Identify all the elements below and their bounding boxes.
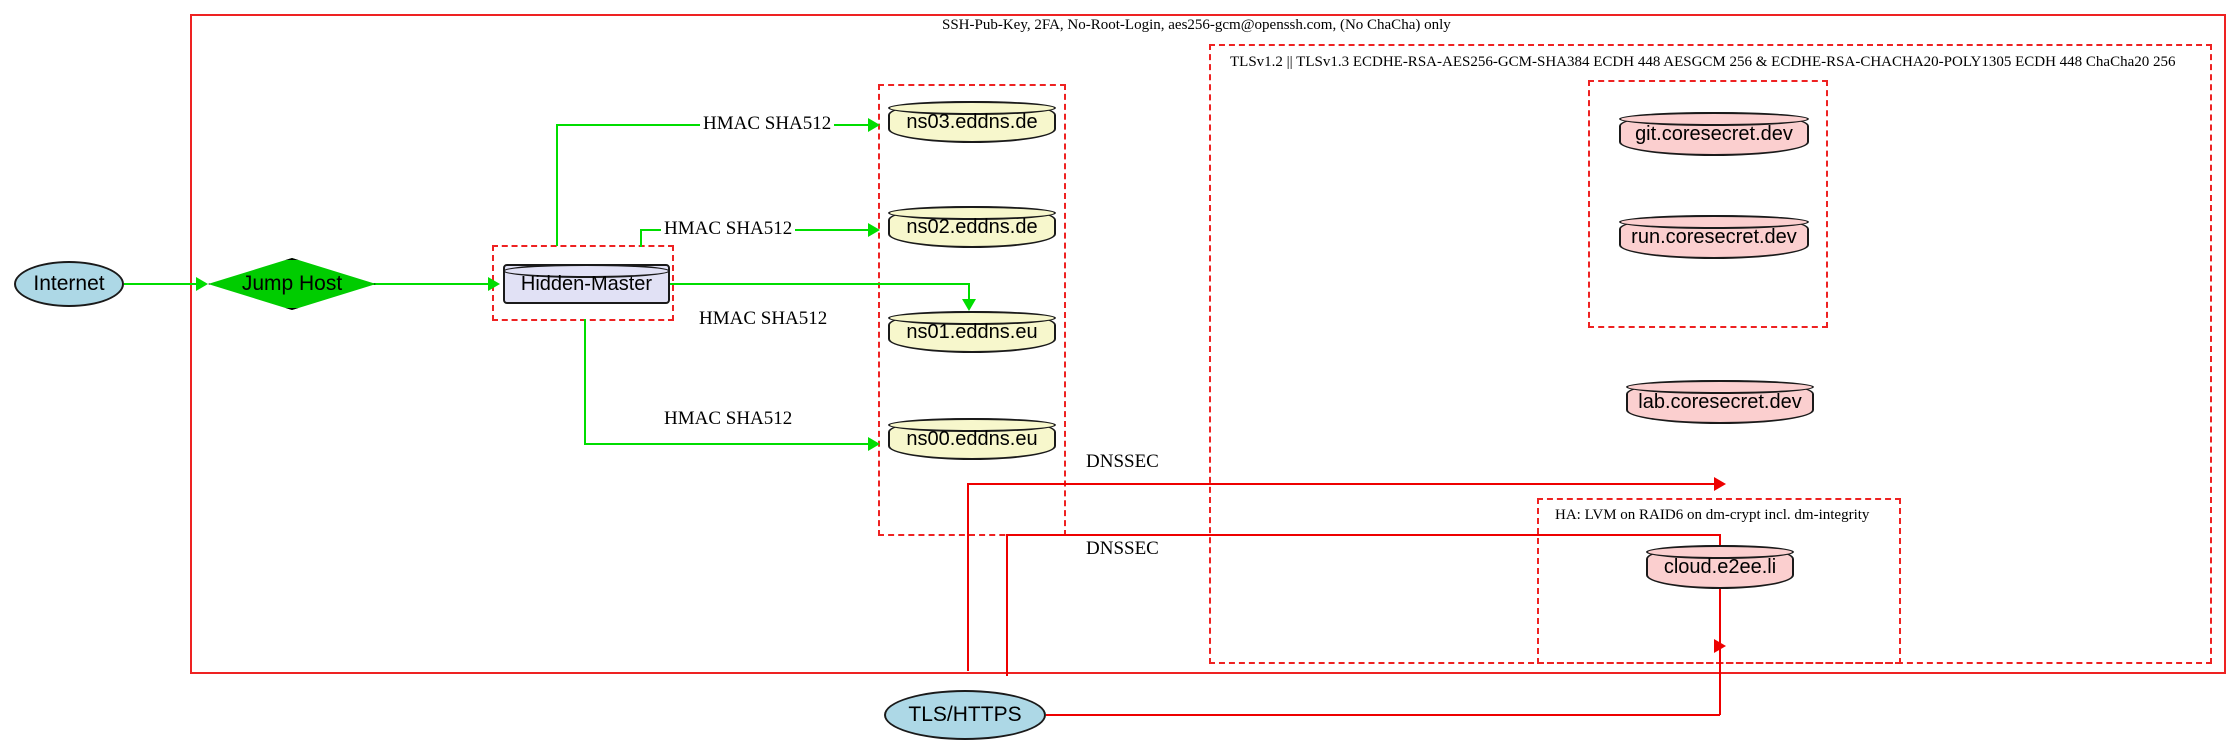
edge-tls-https-up [967, 641, 969, 671]
edge-hidden-master-to-ns03-vertical [556, 124, 558, 246]
node-jump-host-label: Jump Host [241, 272, 343, 295]
cluster-ssh-boundary-label: SSH-Pub-Key, 2FA, No-Root-Login, aes256-… [938, 18, 1455, 33]
node-ns01[interactable]: ns01.eddns.eu [888, 311, 1056, 353]
edge-label-dnssec-lower: DNSSEC [1083, 539, 1162, 558]
arrowhead-dnssec-upper [1714, 477, 1726, 491]
edge-dnssec-upper-left-vertical [967, 483, 969, 641]
node-hidden-master-label: Hidden-Master [520, 272, 653, 295]
edge-dnssec-lower-left-vertical [1006, 534, 1008, 676]
node-internet-label: Internet [33, 272, 105, 295]
arrowhead-jump-host-to-hidden-master [488, 277, 500, 291]
edge-tls-https-right [1046, 714, 1720, 716]
node-ns03[interactable]: ns03.eddns.de [888, 101, 1056, 143]
node-run-coresecret-dev[interactable]: run.coresecret.dev [1619, 215, 1809, 259]
edge-hidden-master-to-ns00-vertical [584, 319, 586, 444]
node-cloud-e2ee-li[interactable]: cloud.e2ee.li [1646, 545, 1794, 589]
node-ns00[interactable]: ns00.eddns.eu [888, 418, 1056, 460]
edge-hidden-master-to-ns01-vertical [968, 283, 970, 303]
node-hidden-master[interactable]: Hidden-Master [503, 264, 670, 304]
arrowhead-hidden-master-to-ns00 [868, 437, 880, 451]
cluster-dns-boundary [878, 84, 1066, 536]
edge-dnssec-lower-right-vertical [1719, 534, 1721, 645]
edge-label-hmac-ns02: HMAC SHA512 [661, 219, 796, 238]
node-ns03-label: ns03.eddns.de [906, 110, 1038, 133]
node-ns00-label: ns00.eddns.eu [906, 427, 1038, 450]
edge-dnssec-lower-horizontal [1006, 534, 1720, 536]
node-lab-coresecret-dev-label: lab.coresecret.dev [1638, 390, 1802, 413]
edge-hidden-master-to-ns00-horizontal [584, 443, 874, 445]
node-tls-https[interactable]: TLS/HTTPS [884, 690, 1046, 740]
node-tls-https-label: TLS/HTTPS [908, 703, 1022, 726]
edge-dnssec-upper-horizontal [967, 483, 1720, 485]
node-internet[interactable]: Internet [14, 261, 124, 307]
edge-jump-host-to-hidden-master [352, 283, 492, 285]
node-jump-host[interactable]: Jump Host [208, 258, 376, 310]
node-ns02[interactable]: ns02.eddns.de [888, 206, 1056, 248]
node-git-coresecret-dev[interactable]: git.coresecret.dev [1619, 112, 1809, 156]
cluster-ssh-boundary [190, 14, 2226, 674]
edge-label-hmac-ns01: HMAC SHA512 [696, 309, 831, 328]
node-run-coresecret-dev-label: run.coresecret.dev [1631, 225, 1797, 248]
edge-label-dnssec-upper: DNSSEC [1083, 452, 1162, 471]
arrowhead-hidden-master-to-ns01 [962, 299, 976, 311]
node-lab-coresecret-dev[interactable]: lab.coresecret.dev [1626, 380, 1814, 424]
edge-hidden-master-to-ns02-vertical [640, 229, 642, 247]
node-cloud-e2ee-li-label: cloud.e2ee.li [1663, 555, 1777, 578]
cluster-coresecret-boundary [1588, 80, 1828, 328]
edge-tls-https-right-vertical [1719, 645, 1721, 715]
node-ns01-label: ns01.eddns.eu [906, 320, 1038, 343]
cluster-tls-boundary-label: TLSv1.2 || TLSv1.3 ECDHE-RSA-AES256-GCM-… [1226, 55, 2180, 70]
arrowhead-hidden-master-to-ns03 [868, 118, 880, 132]
node-ns02-label: ns02.eddns.de [906, 215, 1038, 238]
edge-label-hmac-ns00: HMAC SHA512 [661, 409, 796, 428]
edge-label-hmac-ns03: HMAC SHA512 [700, 114, 835, 133]
arrowhead-internet-to-jump-host [196, 277, 208, 291]
cluster-ha-boundary-label: HA: LVM on RAID6 on dm-crypt incl. dm-in… [1551, 508, 1874, 523]
edge-internet-to-jump-host [124, 283, 198, 285]
edge-hidden-master-to-ns01-horizontal [670, 283, 970, 285]
node-git-coresecret-dev-label: git.coresecret.dev [1635, 122, 1793, 145]
arrowhead-hidden-master-to-ns02 [868, 223, 880, 237]
